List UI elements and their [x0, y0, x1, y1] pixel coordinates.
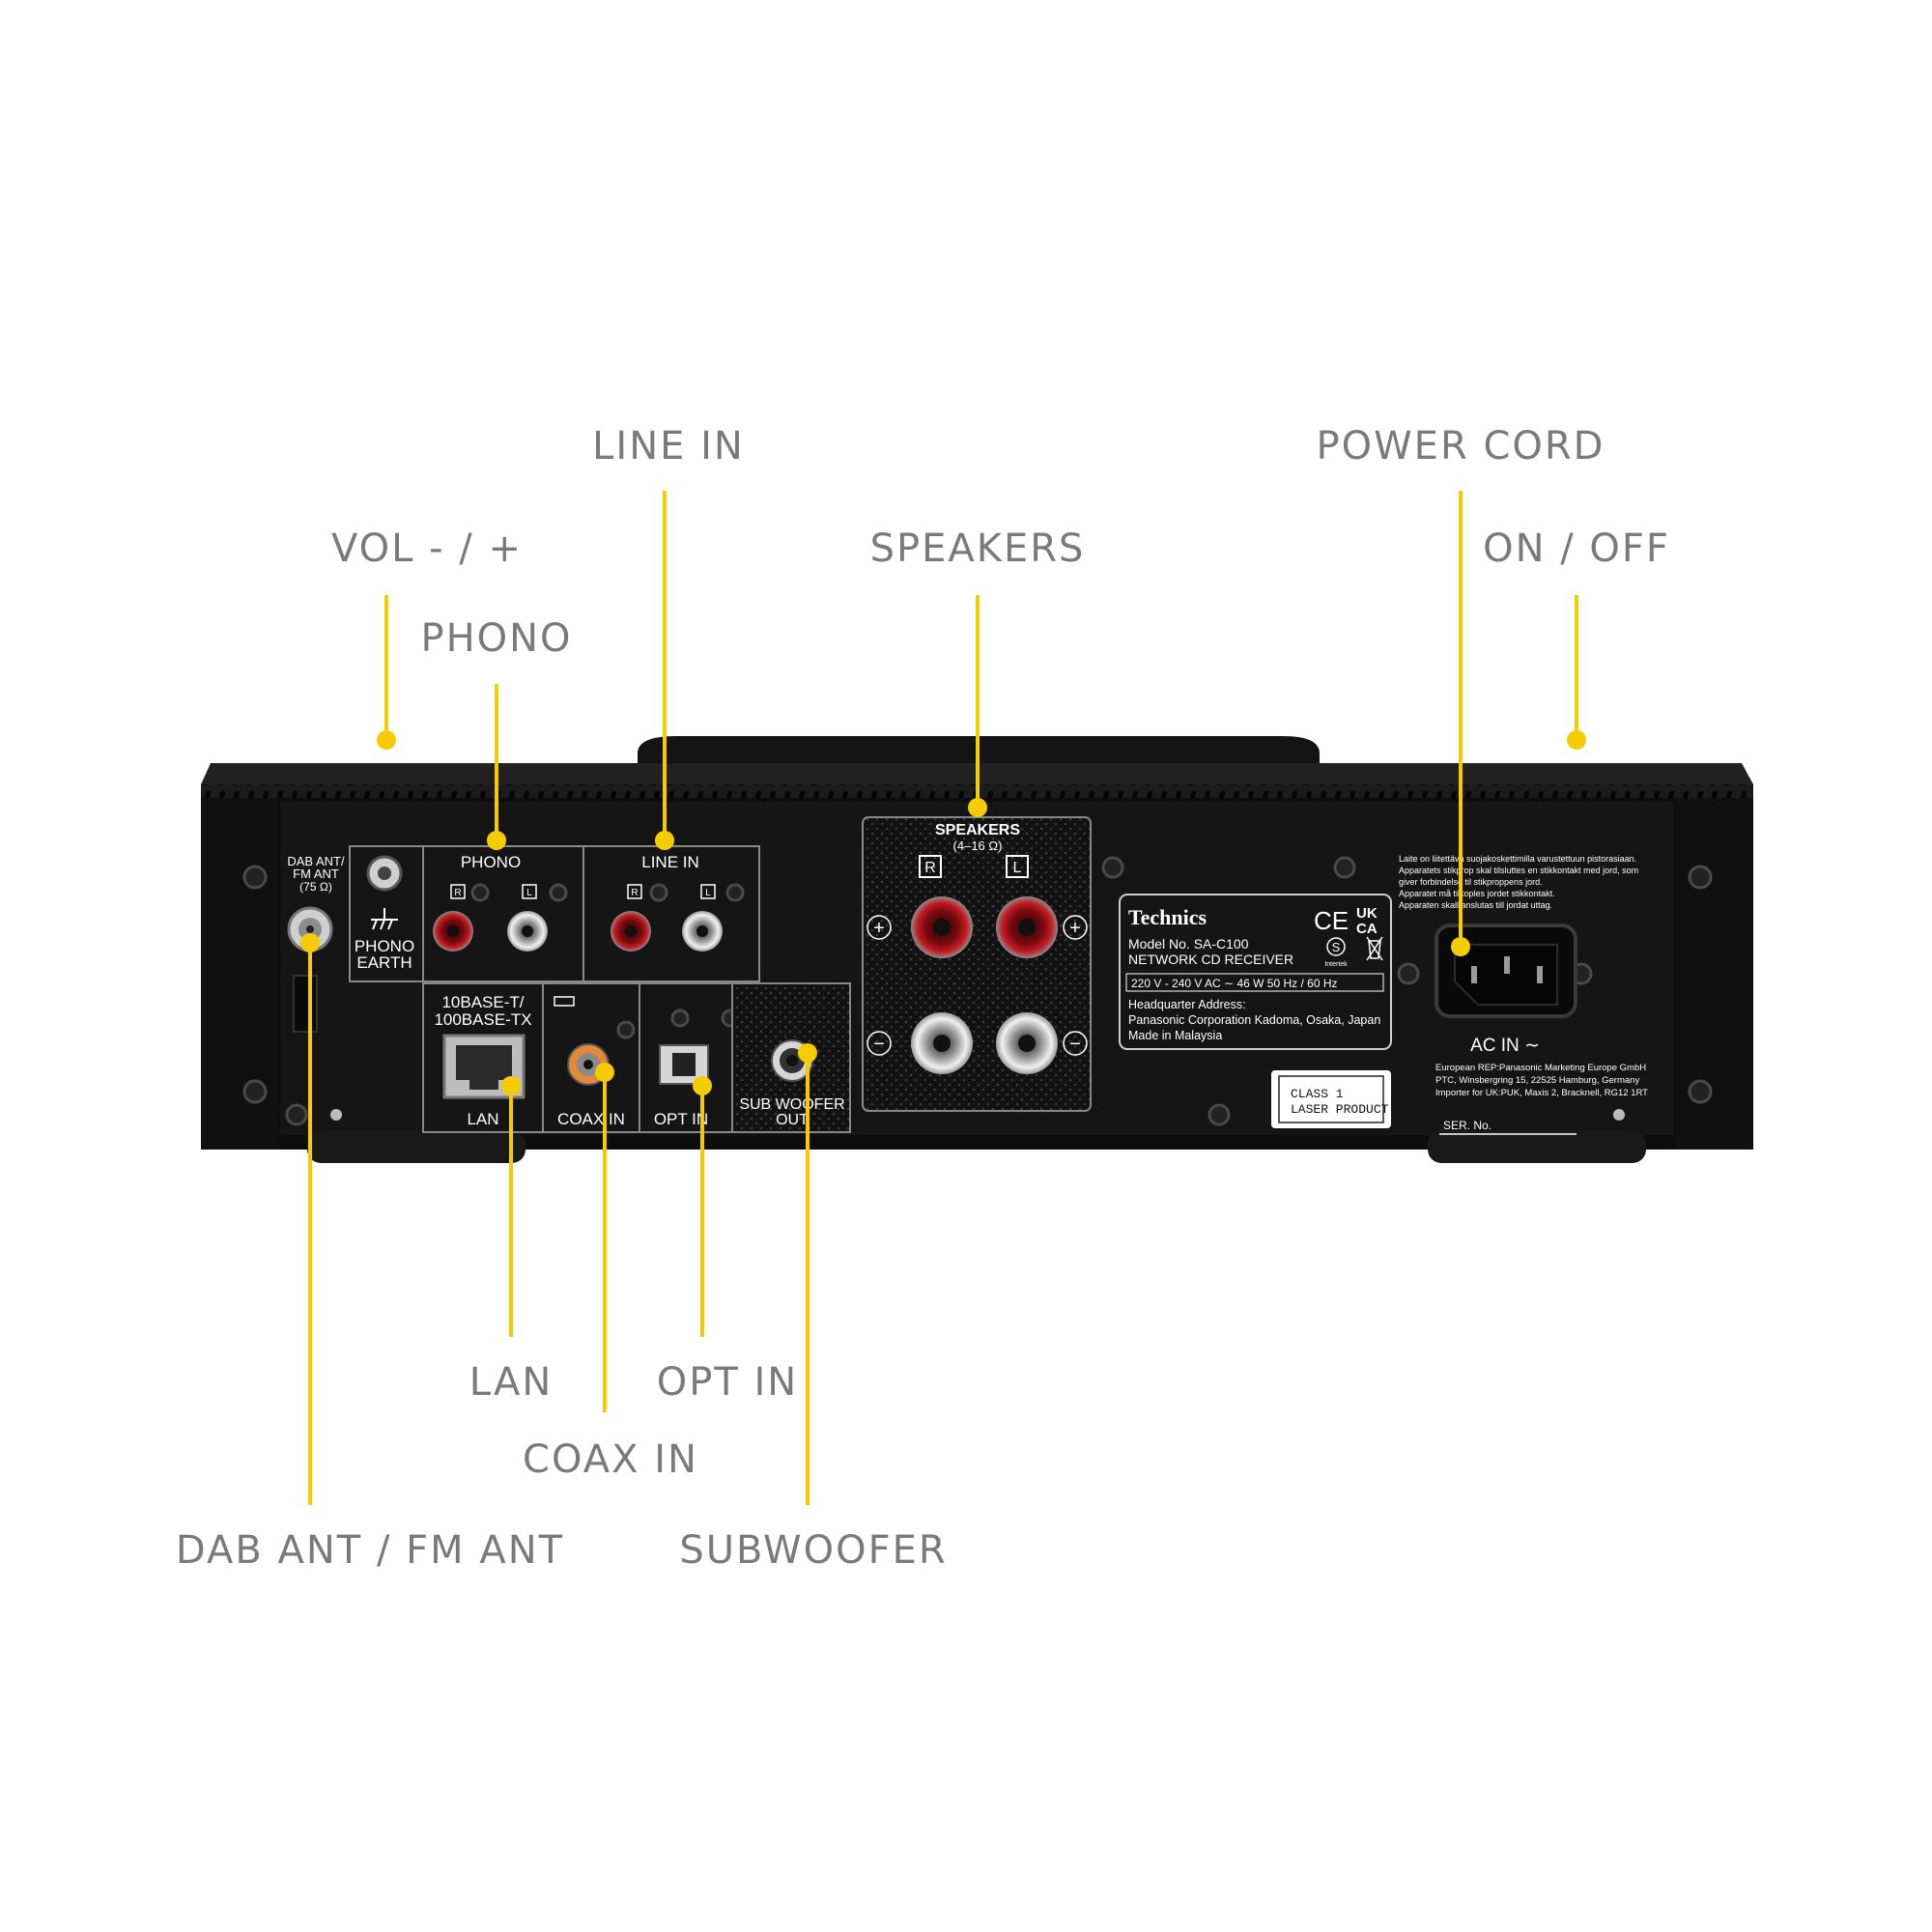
hq-address-3: Made in Malaysia	[1128, 1029, 1222, 1042]
minus-left-icon: −	[873, 1034, 885, 1055]
ukca-mark-top: UK	[1356, 905, 1378, 922]
phono-section: PHONO R L	[422, 845, 584, 982]
nordic-line-3: giver forbindelse til stikproppens jord.	[1399, 877, 1543, 887]
dab-fm-antenna-section: DAB ANT/ FM ANT (75 Ω)	[287, 854, 345, 1121]
callout-line-in: LINE IN	[592, 424, 745, 469]
opt-in-section: OPT IN	[639, 982, 733, 1133]
ac-in-label: AC IN ∼	[1470, 1036, 1540, 1056]
laser-product-text: LASER PRODUCT	[1291, 1102, 1389, 1117]
callout-phono: PHONO	[420, 616, 573, 661]
weee-bin-icon	[1366, 936, 1383, 961]
laser-class-text: CLASS 1	[1291, 1087, 1344, 1101]
foot-left	[307, 1130, 526, 1163]
brand-logo: Technics	[1128, 905, 1208, 929]
subwoofer-label-1: SUB WOOFER	[739, 1096, 844, 1113]
indicator-dot-right	[1613, 1109, 1625, 1121]
callout-opt-in: OPT IN	[656, 1360, 799, 1405]
dab-label-2: FM ANT	[293, 867, 339, 881]
coax-in-panel-label: COAX IN	[557, 1110, 625, 1128]
callout-coax-in: COAX IN	[523, 1437, 698, 1482]
side-slot	[293, 975, 318, 1033]
callout-on-off: ON / OFF	[1483, 526, 1670, 571]
callout-vol: VOL - / +	[331, 526, 523, 571]
opt-in-panel-label: OPT IN	[654, 1110, 708, 1128]
power-rating: 220 V - 240 V AC ∼ 46 W 50 Hz / 60 Hz	[1131, 977, 1338, 990]
rating-label: Technics CE UK CA S Intertek Model No. S…	[1119, 894, 1392, 1050]
foot-right	[1428, 1130, 1646, 1163]
subwoofer-label-2: OUT	[776, 1112, 809, 1128]
minus-right-icon: −	[1069, 1034, 1081, 1055]
phono-l-label: L	[526, 888, 532, 898]
eu-line-3: Importer for UK:PUK, Maxis 2, Bracknell,…	[1435, 1088, 1648, 1098]
line-in-panel-label: LINE IN	[641, 853, 699, 871]
nordic-line-5: Apparaten skall anslutas till jordat utt…	[1399, 900, 1552, 910]
speakers-section: SPEAKERS (4–16 Ω) R L + + − −	[862, 816, 1092, 1112]
laser-product-label: CLASS 1 LASER PRODUCT	[1271, 1070, 1391, 1128]
plus-left-icon: +	[873, 918, 885, 939]
nordic-line-4: Apparatet må tilkoples jordet stikkontak…	[1399, 889, 1555, 898]
lan-top-label-1: 10BASE-T/	[441, 993, 524, 1011]
callout-subwoofer: SUBWOOFER	[679, 1528, 948, 1573]
hq-address-2: Panasonic Corporation Kadoma, Osaka, Jap…	[1128, 1013, 1380, 1027]
phono-r-label: R	[454, 888, 461, 898]
nordic-warning: Laite on liitettävä suojakoskettimilla v…	[1399, 854, 1638, 910]
side-panel-right	[1676, 798, 1753, 1150]
lan-top-label-2: 100BASE-TX	[434, 1010, 531, 1029]
lan-section: 10BASE-T/ 100BASE-TX LAN	[422, 982, 544, 1133]
hq-address-1: Headquarter Address:	[1128, 998, 1246, 1011]
ukca-mark-bottom: CA	[1356, 921, 1378, 937]
phono-panel-label: PHONO	[461, 853, 521, 871]
phono-earth-label-2: EARTH	[356, 953, 412, 972]
side-panel-left	[201, 798, 278, 1150]
leader-lines	[300, 491, 1586, 1505]
callout-speakers: SPEAKERS	[869, 526, 1086, 571]
s-mark-icon	[1326, 937, 1346, 956]
line-in-r-label: R	[631, 888, 638, 898]
plus-right-icon: +	[1069, 918, 1081, 939]
line-in-l-label: L	[705, 888, 711, 898]
subwoofer-section: SUB WOOFER OUT	[731, 982, 851, 1133]
callout-power-cord: POWER CORD	[1316, 424, 1605, 469]
indicator-dot	[330, 1109, 342, 1121]
phono-earth-label-1: PHONO	[355, 937, 414, 955]
speakers-l-label: L	[1013, 860, 1022, 876]
ce-mark-icon: CE	[1314, 906, 1349, 935]
model-description: NETWORK CD RECEIVER	[1128, 952, 1293, 967]
dab-label-3: (75 Ω)	[299, 880, 332, 894]
callout-lan: LAN	[469, 1360, 554, 1405]
eu-rep-text: European REP:Panasonic Marketing Europe …	[1435, 1063, 1648, 1098]
serial-number-label: SER. No.	[1443, 1119, 1492, 1132]
nordic-line-1: Laite on liitettävä suojakoskettimilla v…	[1399, 854, 1636, 864]
lan-panel-label: LAN	[467, 1110, 498, 1128]
s-mark-letter: S	[1332, 940, 1341, 954]
ac-in-section: AC IN ∼	[1435, 923, 1577, 1056]
eu-line-1: European REP:Panasonic Marketing Europe …	[1435, 1063, 1646, 1073]
nordic-line-2: Apparatets stikprop skal tilsluttes en s…	[1399, 866, 1638, 875]
intertek-label: Intertek	[1324, 961, 1348, 968]
ground-symbol-icon	[371, 908, 398, 930]
speakers-panel-label: SPEAKERS	[935, 822, 1020, 838]
dab-label-1: DAB ANT/	[287, 854, 345, 868]
usb-icon	[554, 996, 575, 1007]
coax-in-section: COAX IN	[542, 982, 640, 1133]
model-number: Model No. SA-C100	[1128, 936, 1249, 952]
speakers-ohm-label: (4–16 Ω)	[953, 838, 1003, 853]
speakers-r-label: R	[924, 860, 936, 876]
callout-dab-fm-ant: DAB ANT / FM ANT	[175, 1528, 565, 1573]
eu-line-2: PTC, Winsbergring 15, 22525 Hamburg, Ger…	[1435, 1075, 1639, 1086]
